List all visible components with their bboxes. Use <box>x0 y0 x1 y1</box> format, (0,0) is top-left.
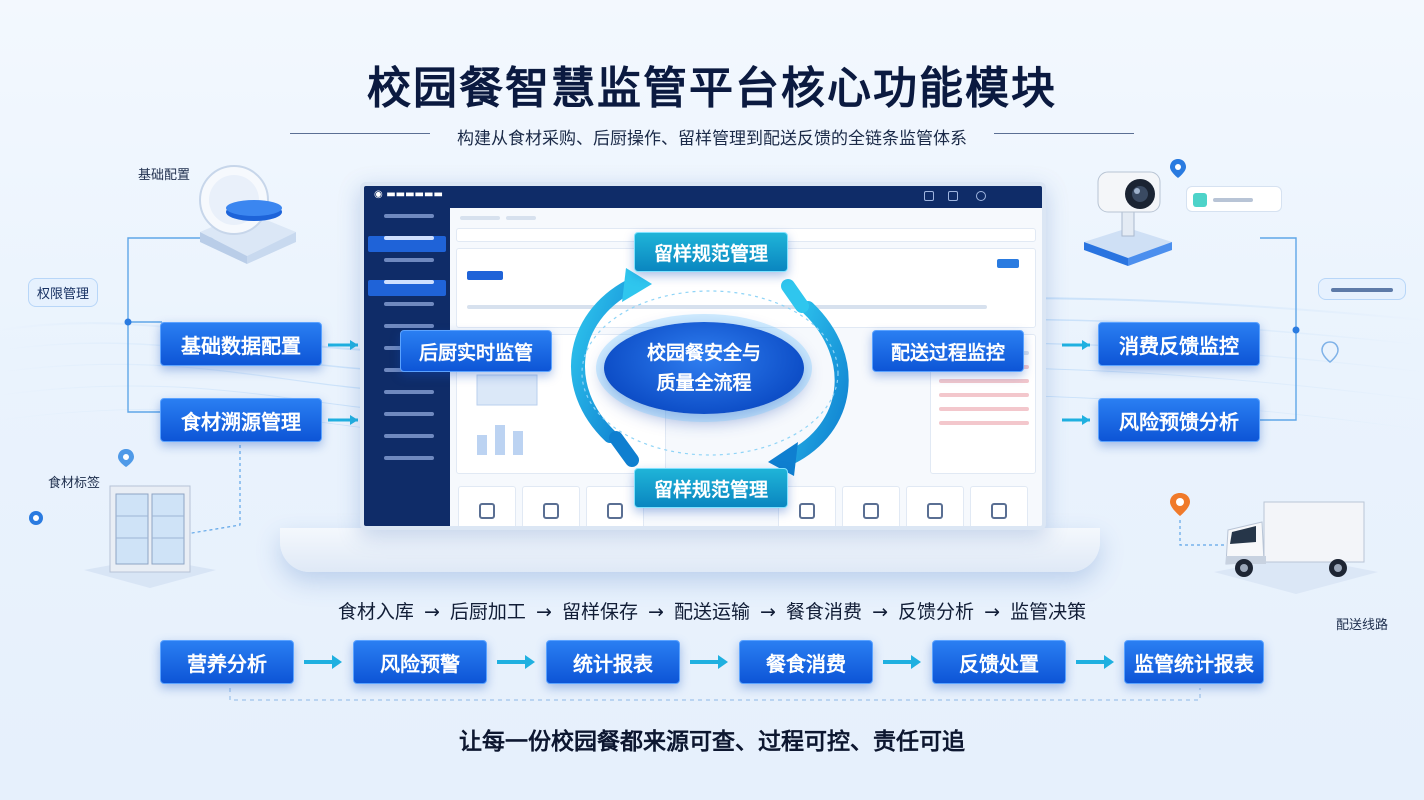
module-sample-management-top[interactable]: 留样规范管理 <box>634 232 788 272</box>
sidebar-item-active[interactable] <box>368 236 446 252</box>
list-line <box>939 393 1029 397</box>
sidebar-item[interactable] <box>368 214 446 230</box>
flow-arrow: → <box>648 601 664 623</box>
sidebar-item-active[interactable] <box>368 280 446 296</box>
module-nutrition-analysis[interactable]: 营养分析 <box>160 640 294 684</box>
query-button[interactable] <box>997 259 1019 268</box>
mini-bar-chart <box>476 374 538 455</box>
status-indicator-icon <box>1193 193 1207 207</box>
subtitle-line-left <box>290 133 430 134</box>
fridge-icon <box>84 485 216 588</box>
quick-tile[interactable] <box>458 486 516 526</box>
module-feedback-handling[interactable]: 反馈处置 <box>932 640 1066 684</box>
camera-status-card <box>1186 186 1282 212</box>
module-food-traceability[interactable]: 食材溯源管理 <box>160 398 322 442</box>
camera-icon <box>1084 171 1172 266</box>
dashboard-topbar: ◉ ▬▬▬▬▬▬ <box>364 186 1042 208</box>
tag-delivery-route: 配送线路 <box>1336 618 1389 633</box>
tag-dot-icon <box>29 511 43 525</box>
location-pin-icon-right <box>1170 159 1186 178</box>
sidebar-item[interactable] <box>368 456 446 472</box>
module-risk-warning[interactable]: 风险预警 <box>353 640 487 684</box>
quick-tile[interactable] <box>842 486 900 526</box>
flow-arrow: → <box>423 601 440 623</box>
slogan: 让每一份校园餐都来源可查、过程可控、责任可追 <box>459 729 965 755</box>
center-core-line1: 校园餐安全与 <box>646 342 761 364</box>
analysis-chip-line <box>1331 288 1393 292</box>
list-line <box>939 421 1029 425</box>
flow-arrow-icon <box>883 655 921 669</box>
filter-button[interactable] <box>467 271 503 280</box>
module-risk-analysis[interactable]: 风险预馈分析 <box>1098 398 1260 442</box>
list-line <box>939 379 1029 383</box>
tag-permission: 权限管理 <box>28 278 99 307</box>
laptop-base <box>280 528 1100 572</box>
delivery-pin-icon <box>1170 493 1190 516</box>
dashboard-app-logo: ◉ ▬▬▬▬▬▬ <box>374 189 443 200</box>
flow-arrow-icon <box>690 655 728 669</box>
center-core-line2: 质量全流程 <box>656 372 752 394</box>
flow-arrow-icon <box>497 655 535 669</box>
flow-arrow: → <box>984 601 1001 623</box>
breadcrumb-line <box>460 216 500 220</box>
subtitle-line-right <box>994 133 1134 134</box>
quick-tile[interactable] <box>970 486 1028 526</box>
analysis-chip <box>1318 278 1406 300</box>
delivery-truck-icon <box>1214 501 1378 594</box>
flow-step: 餐食消费 <box>786 601 863 623</box>
flow-step: 监管决策 <box>1010 601 1087 623</box>
sidebar-item[interactable] <box>368 434 446 450</box>
page-title: 校园餐智慧监管平台核心功能模块 <box>367 63 1057 114</box>
status-text-line <box>1213 198 1253 202</box>
sidebar-item[interactable] <box>368 412 446 428</box>
quick-tile[interactable] <box>522 486 580 526</box>
module-supervision-report[interactable]: 监管统计报表 <box>1124 640 1264 684</box>
location-pin-icon <box>118 449 134 467</box>
sidebar-item[interactable] <box>368 390 446 406</box>
flow-arrow-icon <box>304 655 342 669</box>
cycle-arrows <box>571 268 849 476</box>
page-subtitle: 构建从食材采购、后厨操作、留样管理到配送反馈的全链条监管体系 <box>457 129 967 149</box>
topbar-bell-icon[interactable] <box>924 191 934 201</box>
module-kitchen-monitoring[interactable]: 后厨实时监管 <box>400 330 552 372</box>
process-flow: 食材入库 → 后厨加工 → 留样保存 → 配送运输 → 餐食消费 → 反馈分析 … <box>0 597 1424 624</box>
module-statistics-report[interactable]: 统计报表 <box>546 640 680 684</box>
flow-arrow-icon <box>1076 655 1114 669</box>
module-delivery-monitoring[interactable]: 配送过程监控 <box>872 330 1024 372</box>
flow-step: 食材入库 <box>337 601 414 623</box>
flow-arrow: → <box>872 601 888 623</box>
topbar-mail-icon[interactable] <box>948 191 958 201</box>
tag-basic-config: 基础配置 <box>138 168 191 183</box>
topbar-avatar[interactable] <box>976 191 986 201</box>
flow-step: 反馈分析 <box>898 601 975 623</box>
table-row-line <box>467 305 987 309</box>
module-consumption-feedback[interactable]: 消费反馈监控 <box>1098 322 1260 366</box>
module-meal-consumption[interactable]: 餐食消费 <box>739 640 873 684</box>
sidebar-item[interactable] <box>368 258 446 274</box>
quick-tile[interactable] <box>906 486 964 526</box>
location-pin-outline-icon <box>1321 341 1339 363</box>
flow-arrow: → <box>760 601 776 623</box>
module-sample-management-bottom[interactable]: 留样规范管理 <box>634 468 788 508</box>
tag-food-label: 食材标签 <box>48 476 101 491</box>
flow-step: 后厨加工 <box>449 601 526 623</box>
list-line <box>939 407 1029 411</box>
sidebar-item[interactable] <box>368 324 446 340</box>
module-basic-data-config[interactable]: 基础数据配置 <box>160 322 322 366</box>
plate-stack-icon <box>199 165 296 264</box>
sidebar-item[interactable] <box>368 302 446 318</box>
center-core: 校园餐安全与 质量全流程 <box>604 322 804 414</box>
flow-arrow: → <box>535 601 552 623</box>
flow-step: 配送运输 <box>673 601 750 623</box>
breadcrumb-line <box>506 216 536 220</box>
flow-step: 留样保存 <box>561 601 638 623</box>
